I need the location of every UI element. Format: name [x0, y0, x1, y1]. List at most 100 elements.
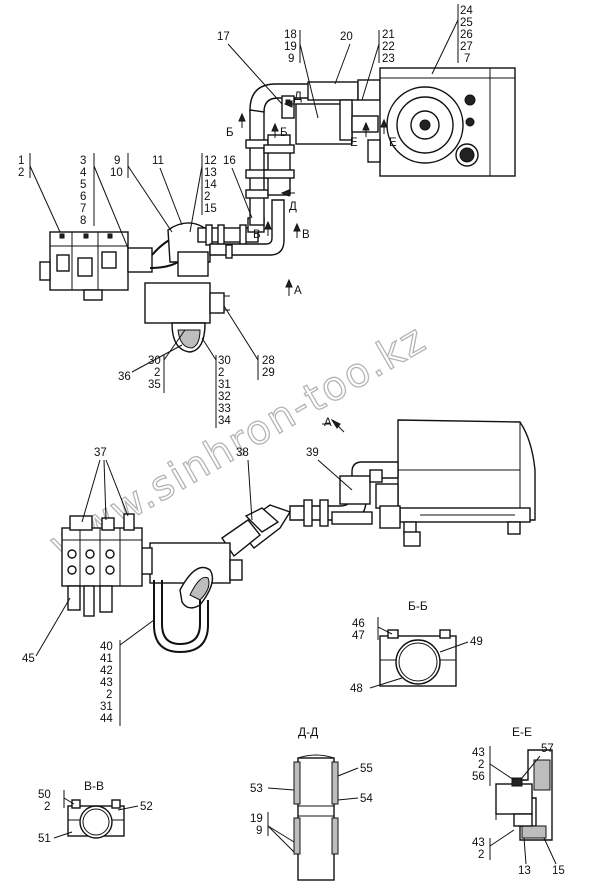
callout-label: 42	[100, 665, 113, 677]
arrow-label-a-bottom: А	[324, 417, 332, 429]
callout-label: 55	[360, 763, 373, 775]
arrow-label-e-right: Е	[389, 137, 397, 149]
callout-label: 9	[114, 155, 120, 167]
callout-label: 31	[100, 701, 113, 713]
callout-label: 4	[80, 167, 87, 179]
callout-label: 2	[106, 689, 112, 701]
callout-label: 57	[541, 743, 554, 755]
filter-housing-top	[144, 222, 230, 353]
arrow-label-a-top: А	[294, 285, 302, 297]
callout-label: 6	[80, 191, 86, 203]
callout-label: 40	[100, 641, 113, 653]
callout-label: 43	[100, 677, 113, 689]
callout-label: 36	[118, 371, 131, 383]
callout-label: 33	[218, 403, 231, 415]
callout-label: 56	[472, 771, 485, 783]
section-title-ee: Е-Е	[512, 725, 532, 739]
callout-label: 19	[250, 813, 263, 825]
callout-label: 9	[256, 825, 262, 837]
arrow-label-v-left: В	[253, 229, 261, 241]
callout-label: 19	[284, 41, 297, 53]
filter-housing-iso	[139, 542, 243, 609]
callout-label: 7	[464, 53, 470, 65]
callout-label: 41	[100, 653, 113, 665]
arrow-label-d-bottom: Д	[289, 201, 297, 213]
callout-label: 2	[18, 167, 24, 179]
callout-label: 13	[518, 865, 531, 877]
callout-label: 8	[80, 215, 86, 227]
u-hose	[153, 580, 209, 654]
callout-label: 3	[80, 155, 86, 167]
arrow-label-e-left: Е	[350, 137, 358, 149]
valve-block-iso	[61, 513, 143, 617]
top-view: Б Б Д Д Е Е В В А	[18, 4, 516, 428]
callout-label: 47	[352, 630, 365, 642]
callout-label: 16	[223, 155, 236, 167]
callout-label: 29	[262, 367, 275, 379]
callout-label: 17	[217, 31, 230, 43]
callout-label: 46	[352, 618, 365, 630]
callout-label: 30	[218, 355, 231, 367]
callout-label: 48	[350, 683, 363, 695]
arrow-label-b-left: Б	[226, 127, 234, 139]
callout-label: 21	[382, 29, 395, 41]
arrow-label-b-right: Б	[280, 127, 288, 139]
arrow-label-d-top: Д	[294, 91, 302, 103]
tank-iso	[397, 419, 536, 547]
callout-label: 51	[38, 833, 51, 845]
section-title-bb: Б-Б	[408, 599, 428, 613]
section-dd: Д-Д 53 55 54 19 9	[250, 725, 373, 881]
callout-label: 2	[154, 367, 160, 379]
callout-label: 38	[236, 447, 249, 459]
callout-label: 28	[262, 355, 275, 367]
section-title-dd: Д-Д	[298, 725, 318, 739]
callout-label: 30	[148, 355, 161, 367]
callout-label: 23	[382, 53, 395, 65]
callout-label: 2	[44, 801, 50, 813]
callout-label: 50	[38, 789, 51, 801]
callout-label: 10	[110, 167, 123, 179]
callout-label: 11	[152, 155, 164, 167]
callout-label: 53	[250, 783, 263, 795]
section-vv: В-В 50 2 52 51	[38, 779, 153, 845]
pipe-run-top	[197, 79, 381, 259]
callout-label: 18	[284, 29, 297, 41]
callouts-top: 1 2 3 4 5 6 7 8 9 10 11 12 13 14 2 15 16	[18, 4, 473, 428]
section-bb: Б-Б 46 47 49 48	[350, 599, 483, 695]
callout-label: 43	[472, 747, 485, 759]
callout-label: 49	[470, 636, 483, 648]
callout-label: 45	[22, 653, 35, 665]
callout-label: 27	[460, 41, 473, 53]
callout-label: 15	[204, 203, 217, 215]
callout-label: 20	[340, 31, 353, 43]
callout-label: 31	[218, 379, 231, 391]
callout-label: 15	[552, 865, 565, 877]
callout-label: 12	[204, 155, 217, 167]
callout-label: 9	[288, 53, 294, 65]
callout-label: 2	[204, 191, 210, 203]
callout-label: 2	[478, 759, 484, 771]
callouts-lower: 37 38 39 45 40 41 42 43 2 31 44	[22, 447, 353, 726]
callout-label: 43	[472, 837, 485, 849]
arrow-label-v-right: В	[302, 229, 310, 241]
callout-label: 54	[360, 793, 373, 805]
section-title-vv: В-В	[84, 779, 104, 793]
callout-label: 1	[18, 155, 24, 167]
lower-view: А 37 38 39 45 40 41 42 43 2 31 44	[22, 417, 536, 726]
callout-label: 52	[140, 801, 153, 813]
callout-label: 32	[218, 391, 231, 403]
valve-block-top	[39, 231, 153, 301]
pipes-iso	[221, 461, 401, 558]
callout-label: 37	[94, 447, 107, 459]
callout-label: 39	[306, 447, 319, 459]
section-ee: Е-Е 43 2 56 57 43 2 13 15	[472, 725, 565, 877]
callout-label: 5	[80, 179, 86, 191]
callout-label: 25	[460, 17, 473, 29]
callout-label: 26	[460, 29, 473, 41]
callout-label: 14	[204, 179, 217, 191]
callout-label: 13	[204, 167, 217, 179]
callout-label: 22	[382, 41, 395, 53]
callout-label: 2	[478, 849, 484, 861]
